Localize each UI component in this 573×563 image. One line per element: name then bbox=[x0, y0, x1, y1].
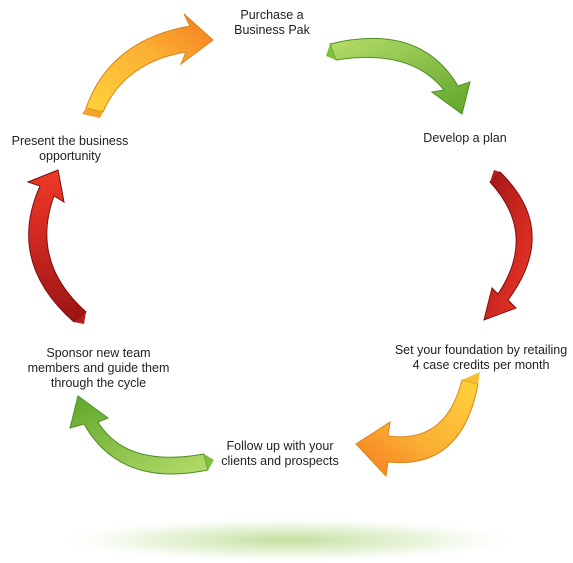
arrow-foundation-to-followup bbox=[355, 372, 480, 478]
step-label-line: 4 case credits per month bbox=[412, 358, 550, 372]
step-label-line: Develop a plan bbox=[423, 131, 507, 145]
step-label-line: clients and prospects bbox=[221, 454, 339, 468]
step-label-line: Present the business bbox=[11, 134, 129, 148]
step-label-line: Follow up with your bbox=[226, 439, 334, 453]
step-label-follow-up: Follow up with your clients and prospect… bbox=[205, 439, 355, 469]
arrow-followup-to-sponsor bbox=[69, 395, 214, 475]
arrow-sponsor-to-present bbox=[26, 169, 87, 324]
step-label-line: Business Pak bbox=[234, 23, 310, 37]
step-label-line: Set your foundation by retailing bbox=[394, 343, 568, 357]
step-label-line: Purchase a bbox=[240, 8, 304, 22]
ground-shadow bbox=[48, 517, 528, 563]
step-label-present-opportunity: Present the business opportunity bbox=[5, 134, 135, 164]
arrow-develop-to-foundation bbox=[483, 170, 533, 321]
step-label-line: Sponsor new team bbox=[46, 346, 151, 360]
arrow-purchase-to-develop bbox=[326, 37, 471, 115]
step-label-line: through the cycle bbox=[50, 376, 147, 390]
step-label-develop-plan: Develop a plan bbox=[410, 131, 520, 146]
step-label-set-foundation: Set your foundation by retailing 4 case … bbox=[386, 343, 573, 373]
arrow-present-to-purchase bbox=[82, 13, 214, 118]
step-label-purchase-business-pak: Purchase a Business Pak bbox=[222, 8, 322, 38]
step-label-sponsor-team: Sponsor new team members and guide them … bbox=[16, 346, 181, 391]
step-label-line: opportunity bbox=[39, 149, 101, 163]
step-label-line: members and guide them bbox=[27, 361, 170, 375]
